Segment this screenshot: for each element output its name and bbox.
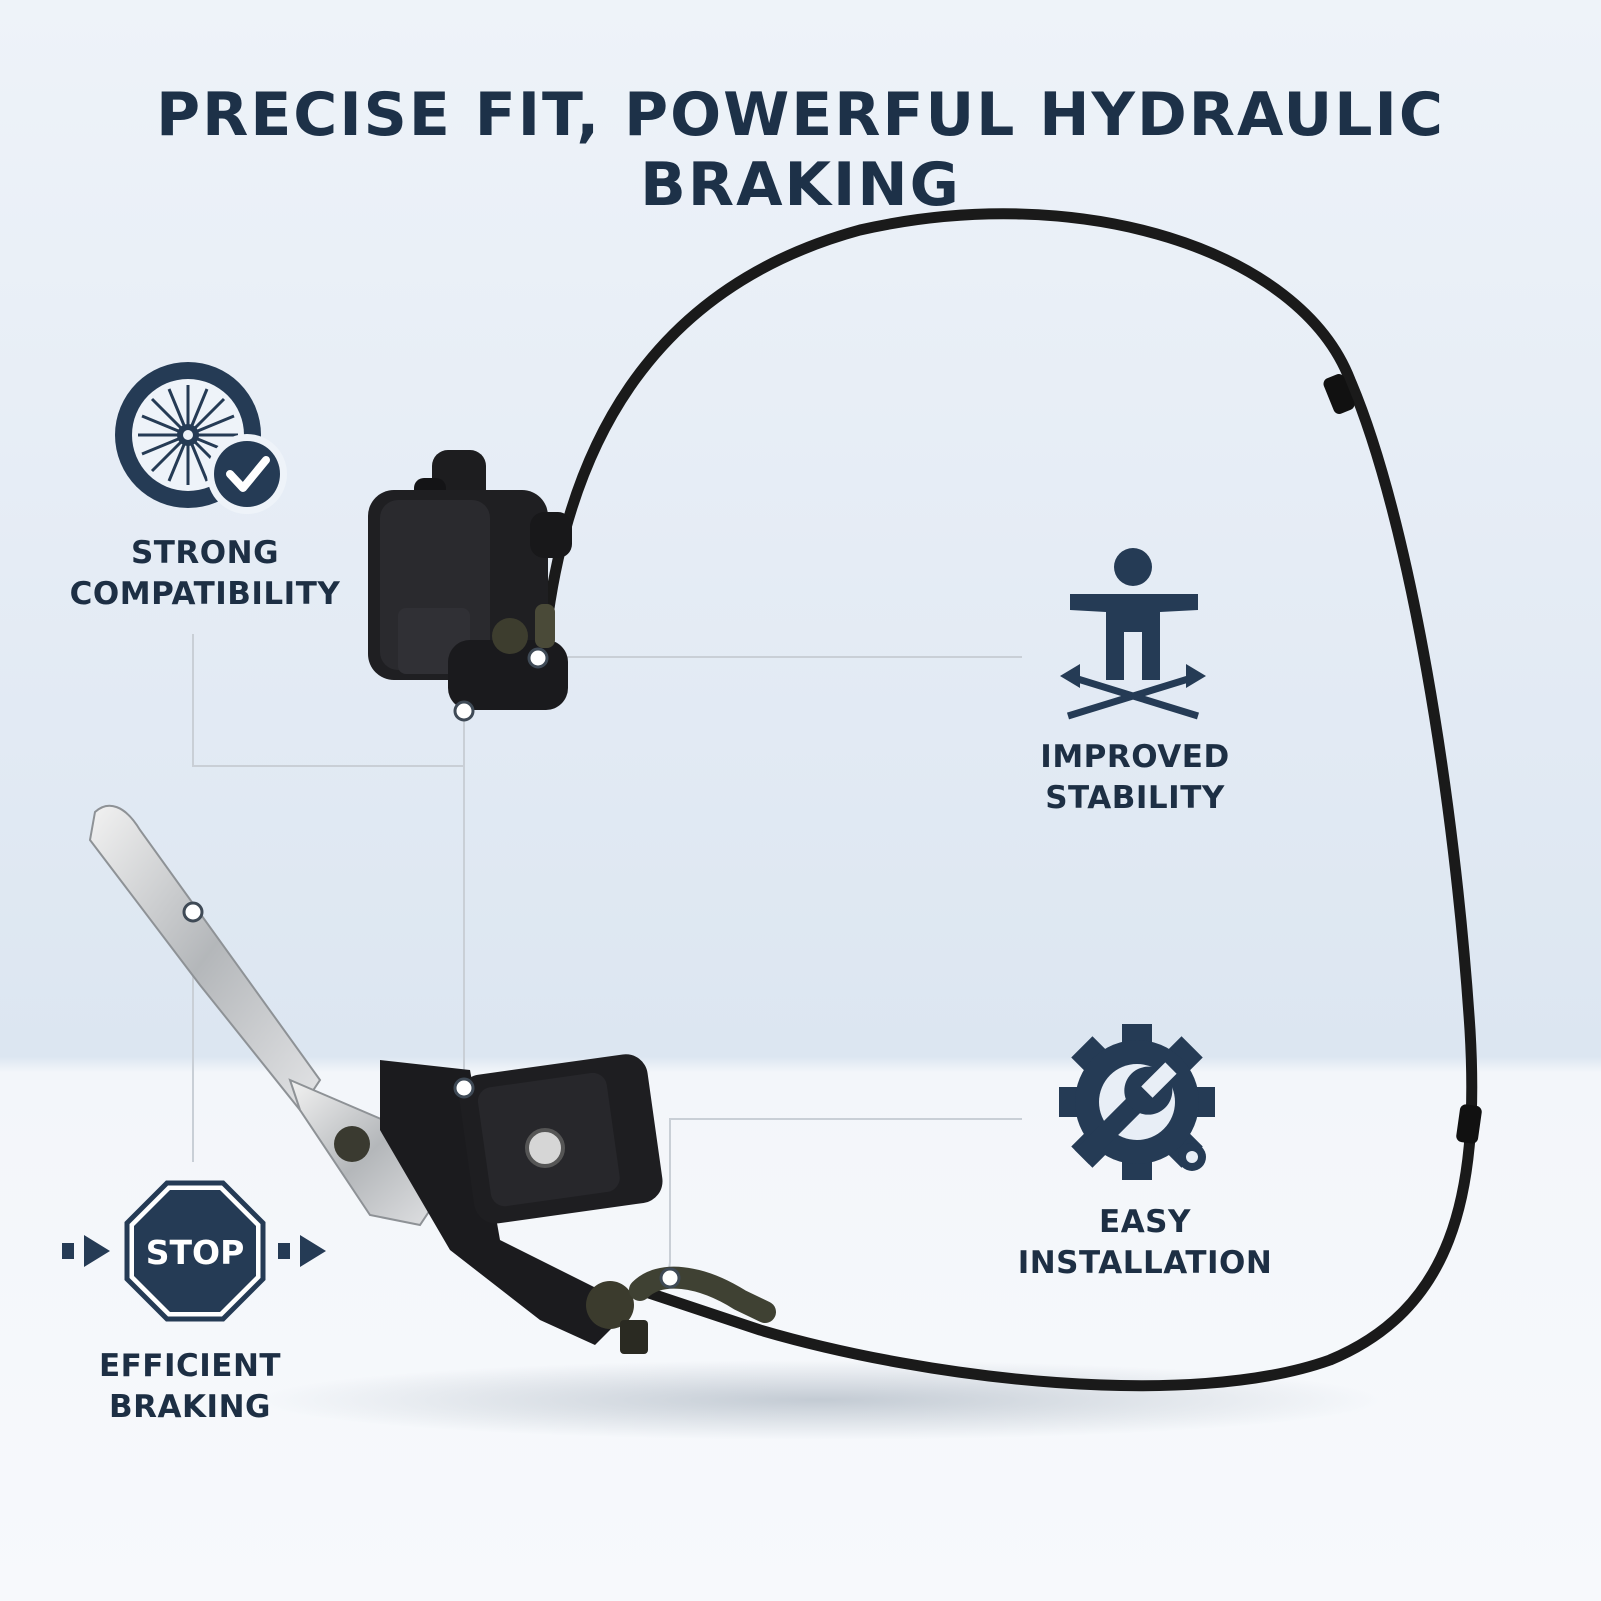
feature-line: IMPROVED <box>1040 739 1230 775</box>
callout-dots <box>182 647 681 1289</box>
master-cylinder <box>380 1054 776 1354</box>
stop-sign-text: STOP <box>145 1233 245 1272</box>
feature-line: EFFICIENT <box>98 1348 282 1384</box>
hose-sleeve <box>1323 374 1355 414</box>
feature-efficient-braking: EFFICIENT BRAKING <box>60 1346 320 1428</box>
feature-line: EASY <box>1099 1204 1191 1240</box>
feature-improved-stability: IMPROVED STABILITY <box>990 737 1280 819</box>
brake-hose <box>542 208 1478 1392</box>
brake-caliper <box>368 450 572 710</box>
gear-wrench-icon <box>1059 1024 1215 1180</box>
arrow-icons <box>62 1235 326 1267</box>
feature-line: STABILITY <box>1045 780 1225 816</box>
headline: PRECISE FIT, POWERFUL HYDRAULIC BRAKING <box>156 80 1445 220</box>
stop-sign-icon <box>62 1180 326 1322</box>
floor-shadow <box>260 1360 1380 1440</box>
feature-strong-compatibility: STRONG COMPATIBILITY <box>40 533 370 615</box>
feature-line: STRONG <box>130 535 280 571</box>
feature-line: COMPATIBILITY <box>69 576 341 612</box>
brake-lever <box>88 804 452 1227</box>
hose-sleeve <box>1456 1104 1482 1144</box>
feature-line: BRAKING <box>109 1389 271 1425</box>
feature-easy-installation: EASY INSTALLATION <box>990 1202 1300 1284</box>
balance-person-icon <box>1060 548 1206 720</box>
wheel-check-icon <box>115 362 287 514</box>
feature-line: INSTALLATION <box>1017 1245 1273 1281</box>
